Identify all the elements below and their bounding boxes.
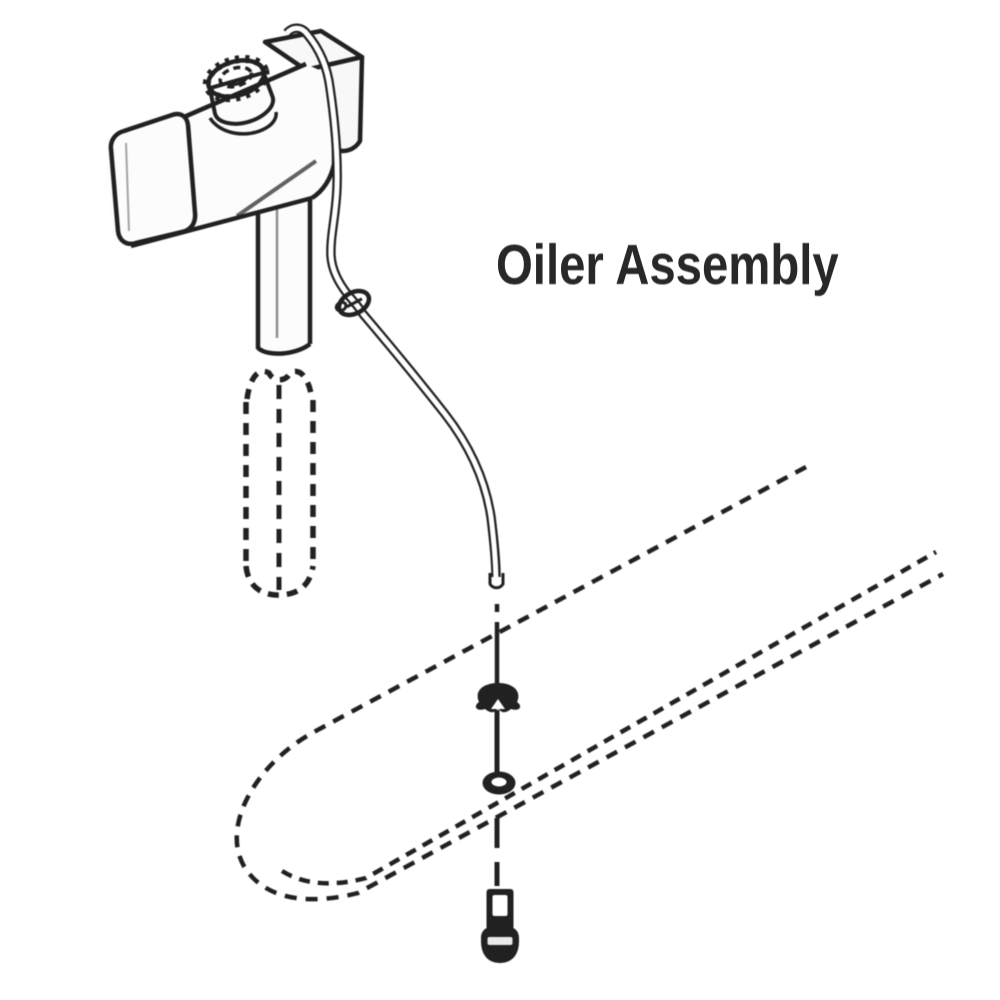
- hidden-post-bottom: [243, 565, 316, 598]
- tank-rear-bottom-edge: [235, 159, 318, 218]
- hidden-post: [243, 368, 316, 598]
- tube-clamp: [334, 288, 372, 318]
- diagram-title: Oiler Assembly: [496, 233, 839, 297]
- oil-tube: [283, 23, 505, 590]
- flat-washer: [482, 771, 516, 795]
- tube-open-end: [488, 573, 505, 590]
- flange-nut: [475, 683, 521, 713]
- cap-top: [206, 58, 267, 99]
- guide-bar-inner-edge: [280, 550, 938, 886]
- cap-side: [207, 70, 276, 126]
- cap-grip: [218, 65, 254, 89]
- tank-cap-seam: [208, 111, 278, 136]
- tank-end-face: [108, 111, 198, 247]
- guide-bar-outline: [234, 465, 945, 902]
- mounting-bolt: [481, 889, 519, 963]
- filler-cap: [202, 54, 276, 126]
- guide-bar: [234, 465, 945, 902]
- tank-top-edge: [183, 61, 307, 120]
- hidden-post-top: [244, 368, 315, 400]
